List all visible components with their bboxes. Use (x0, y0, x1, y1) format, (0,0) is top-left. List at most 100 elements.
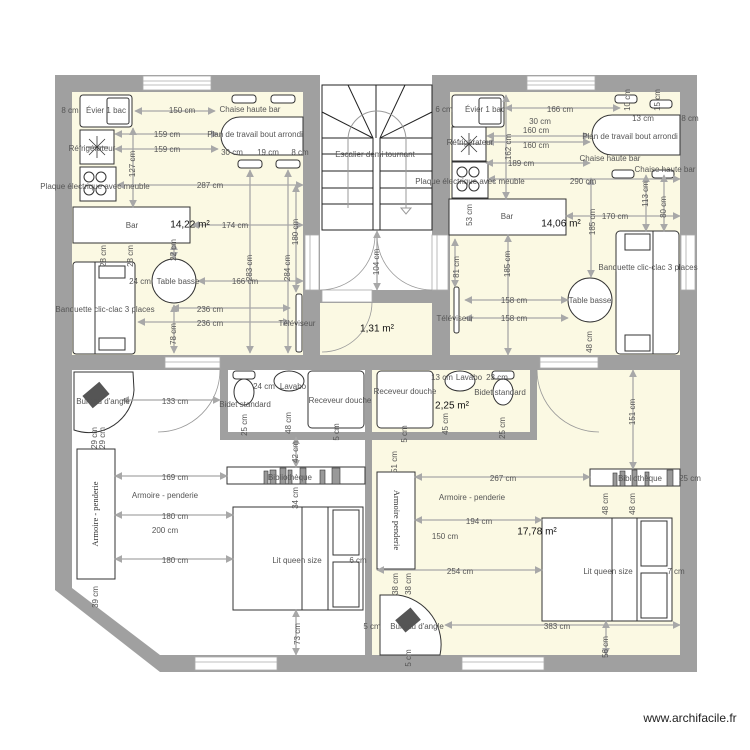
plan-label: 189 cm (508, 159, 535, 168)
plan-label: 166 cm (232, 277, 259, 286)
bar (72, 206, 191, 244)
plan-label: 8 cm (61, 106, 79, 115)
plan-label: 236 cm (197, 319, 224, 328)
sofa (72, 261, 136, 355)
windows (142, 75, 696, 671)
plan-label: 236 cm (197, 305, 224, 314)
plan-label: Armoire - penderie (132, 491, 199, 500)
plan-label: 284 cm (283, 255, 292, 282)
plan-label: 5 cm (400, 425, 409, 443)
plan-label: 185 cm (503, 251, 512, 278)
plan-label: Plan de travail bout arrondi (582, 132, 678, 141)
plan-label: 166 cm (547, 105, 574, 114)
plan-label: 13 cm (431, 373, 453, 382)
plan-label: 25 cm (679, 474, 701, 483)
plan-label: Banquette clic-clac 3 places (598, 263, 697, 272)
plan-label: 133 cm (162, 397, 189, 406)
plan-label: Chaise haute bar (220, 105, 281, 114)
plan-label: 7 cm (667, 567, 685, 576)
plan-label: 34 cm (291, 487, 300, 509)
plan-label: Table basse (157, 277, 200, 286)
furniture-living-left (72, 94, 304, 355)
plan-label: 25 cm (498, 417, 507, 439)
plan-label: 48 cm (601, 493, 610, 515)
plan-label: Lavabo (456, 373, 483, 382)
plan-label: 24 cm (129, 277, 151, 286)
plan-label: 78 cm (169, 323, 178, 345)
plan-label: 45 cm (441, 413, 450, 435)
plan-label: 159 cm (154, 130, 181, 139)
plan-label: Bidet standard (219, 400, 271, 409)
area-living-right: 14,06 m² (541, 219, 581, 230)
area-bath-right: 2,25 m² (435, 401, 470, 412)
plan-label: 104 cm (372, 249, 381, 276)
plan-label: Bibliothèque (618, 474, 663, 483)
plan-label: 150 cm (169, 106, 196, 115)
plan-label: 30 cm (529, 117, 551, 126)
plan-label: Bar (501, 212, 514, 221)
plan-label: 283 cm (245, 255, 254, 282)
plan-label: 180 cm (291, 219, 300, 246)
plan-label: 127 cm (128, 151, 137, 178)
plan-label: 5 cm (363, 622, 381, 631)
plan-label: 150 cm (432, 532, 459, 541)
plan-label: 113 cm (641, 181, 650, 207)
plan-label: 185 cm (588, 209, 597, 236)
plan-label: Armoire - penderie (439, 493, 506, 502)
plan-label: Réfrigérateur (69, 144, 116, 153)
plan-label: 6 cm (349, 556, 367, 565)
plan-label: Armoire - penderie (90, 481, 100, 546)
plan-label: Plan de travail bout arrondi (207, 130, 303, 139)
furniture-bedroom-right (376, 468, 681, 656)
area-bedroom-right: 17,78 m² (517, 527, 557, 538)
plan-label: 30 cm (221, 148, 243, 157)
area-hall: 1,31 m² (360, 324, 395, 335)
plan-label: 159 cm (154, 145, 181, 154)
plan-label: Chaise haute bar (580, 154, 641, 163)
plan-label: Receveur douche (309, 396, 372, 405)
plan-label: Bureau d'angle (76, 397, 130, 406)
plan-label: Receveur douche (374, 387, 437, 396)
watermark: www.archifacile.fr (642, 711, 736, 725)
plan-label: 80 cm (659, 196, 668, 218)
plan-label: Bureau d'angle (390, 622, 444, 631)
plan-label: Réfrigérateur (447, 138, 494, 147)
plan-label: 29 cm (98, 427, 107, 449)
plan-label: 160 cm (523, 141, 550, 150)
plan-label: 158 cm (501, 296, 528, 305)
plan-label: 53 cm (465, 204, 474, 226)
plan-label: Lit queen size (583, 567, 633, 576)
plan-label: 151 cm (628, 399, 637, 426)
plan-label: Lit queen size (272, 556, 322, 565)
plan-label: 28 cm (126, 245, 135, 267)
plan-label: 267 cm (490, 474, 517, 483)
dimension-lines (114, 94, 681, 656)
plan-label: 29 cm (90, 427, 99, 449)
tv (295, 293, 303, 353)
plan-label: Armoire penderie (392, 490, 402, 550)
plan-label: 42 cm (291, 441, 300, 463)
plan-label: Plaque électrique avec meuble (40, 182, 150, 191)
plan-label: 56 cm (601, 636, 610, 658)
plan-label: 15 cm (653, 89, 662, 111)
plan-label: Bibliothèque (268, 473, 313, 482)
plan-label: 169 cm (162, 473, 189, 482)
staircase (321, 84, 433, 231)
furniture-living-right (448, 94, 681, 355)
plan-label: 158 cm (501, 314, 528, 323)
plan-label: Plaque électrique avec meuble (415, 177, 525, 186)
area-living-left: 14,22 m² (170, 220, 210, 231)
bathroom-fixtures (232, 370, 515, 429)
plan-label: 287 cm (197, 181, 224, 190)
plan-label: Évier 1 bac (86, 106, 126, 115)
plan-label: Bar (126, 221, 139, 230)
plan-label: Lavabo (280, 382, 307, 391)
plan-label: 8 cm (291, 148, 309, 157)
plan-label: 6 cm (435, 105, 453, 114)
plan-label: Escalier demi tournant (335, 150, 415, 159)
plan-label: 48 cm (585, 331, 594, 353)
plan-label: 23 cm (486, 373, 508, 382)
plan-label: 38 cm (391, 573, 400, 595)
furniture-bedroom-left (73, 371, 366, 611)
